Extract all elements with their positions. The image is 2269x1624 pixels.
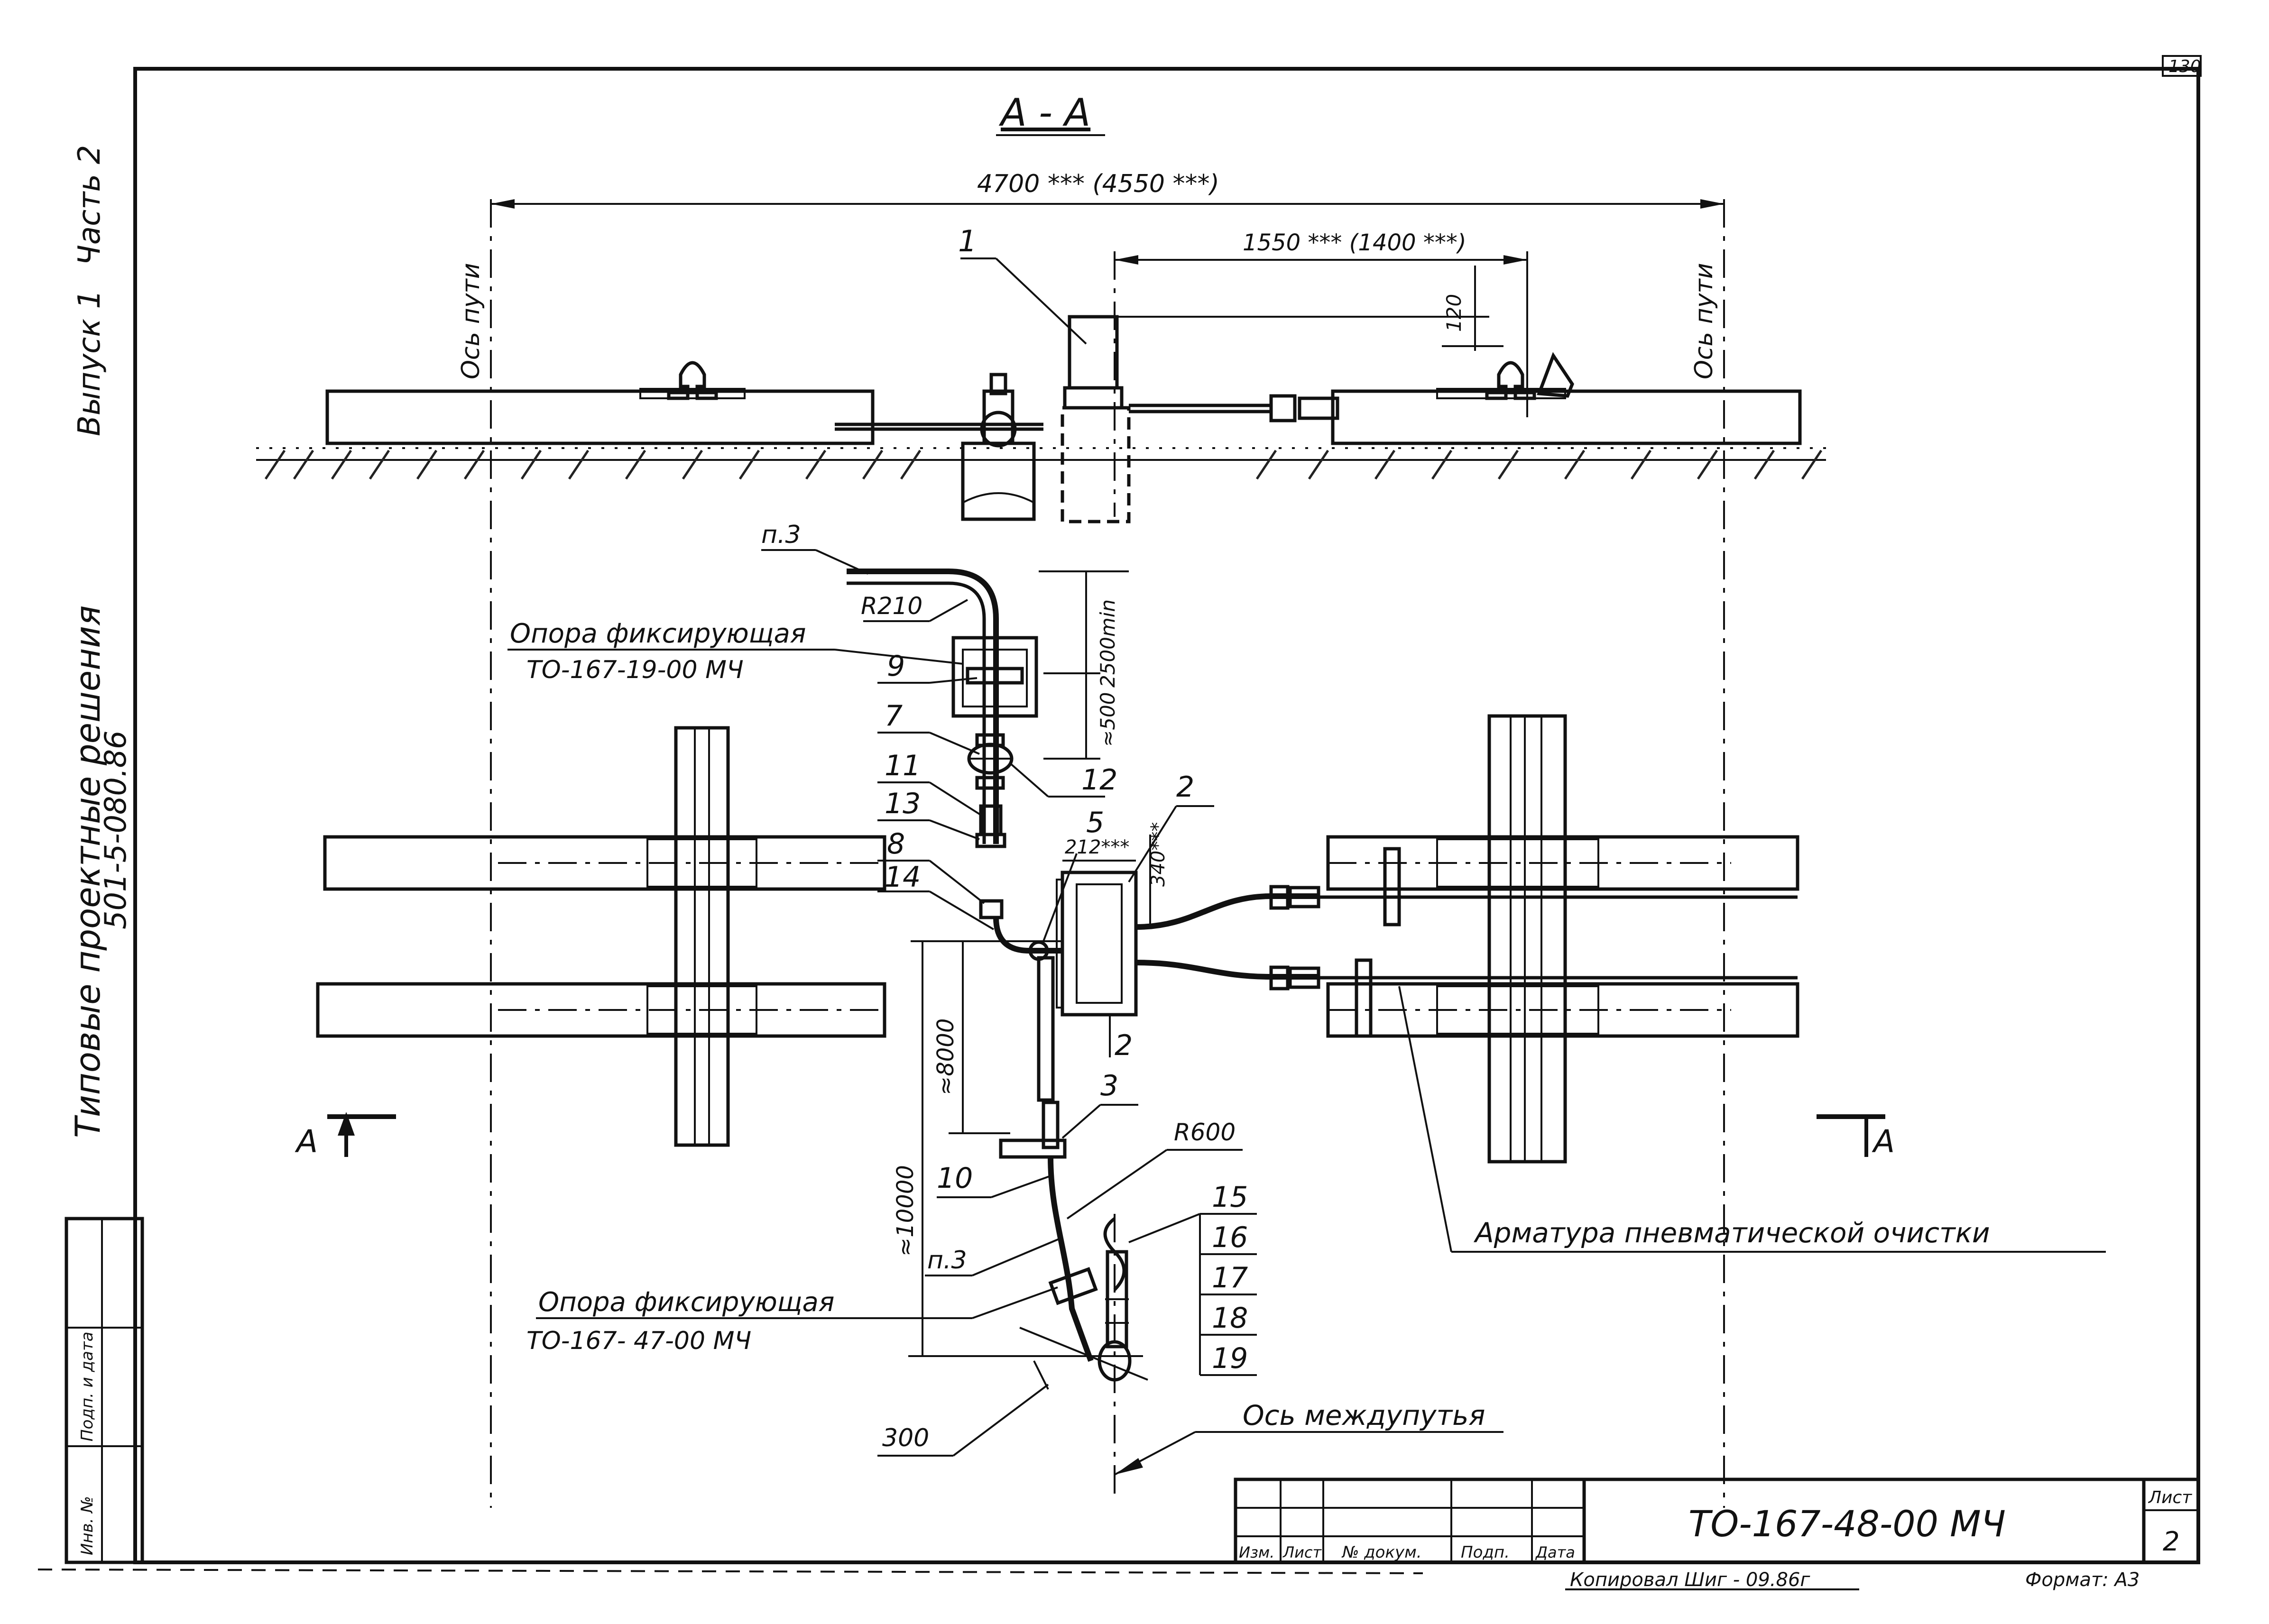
dim-500: ≈500 — [1096, 692, 1119, 747]
side-title-part2: Часть 2 — [72, 145, 107, 266]
sheet-corner-number: 130 — [2168, 57, 2201, 76]
dim-overall: 4700 *** (4550 ***) — [977, 170, 1219, 198]
label-armature: Арматура пневматической очистки — [1473, 1217, 1990, 1249]
side-title-line1: Типовые проектные решения — [68, 606, 108, 1138]
pos-11: 11 — [885, 749, 921, 782]
position-leaders-left — [877, 677, 995, 930]
side-title-part1: Выпуск 1 — [72, 290, 107, 436]
dim-r210: R210 — [861, 592, 922, 620]
pos-3: 3 — [1100, 1069, 1118, 1102]
pos-14: 14 — [885, 861, 921, 894]
pos-12: 12 — [1081, 763, 1117, 797]
pos-2-bottom: 2 — [1115, 1029, 1133, 1062]
sheet-frame: 130 — [37, 55, 2202, 1574]
pos-9: 9 — [887, 650, 905, 683]
cut-label-right: A — [1872, 1123, 1895, 1160]
dim-rail-offset: 1550 *** (1400 ***) — [1243, 229, 1467, 256]
dim-10000: ≈10000 — [892, 1165, 919, 1257]
pos-19: 19 — [1212, 1342, 1248, 1375]
dim-r600: R600 — [1174, 1119, 1236, 1146]
stamp-sheet-number: 2 — [2163, 1526, 2180, 1557]
pos-1: 1 — [958, 224, 977, 258]
pos-5: 5 — [1086, 806, 1104, 839]
pos-7: 7 — [885, 699, 903, 733]
section-label: A - A — [998, 91, 1090, 135]
footer-copied: Копировал Шиг - 09.86г — [1570, 1569, 1810, 1591]
cut-marker-right — [1817, 1114, 1885, 1157]
approval-sign-date: Подп. и дата — [78, 1331, 97, 1441]
pos-16: 16 — [1212, 1221, 1248, 1254]
dim-340: 340*** — [1147, 822, 1169, 887]
stamp-col-izm: Изм. — [1239, 1543, 1274, 1561]
cut-label-left: A — [295, 1123, 318, 1160]
stamp-sheet-label: Лист — [2148, 1488, 2192, 1507]
dim-212: 212*** — [1065, 836, 1129, 858]
pos-8: 8 — [887, 827, 905, 861]
callout-n3-bottom: п.3 — [927, 1246, 967, 1275]
support-top-code: ТО-167-19-00 МЧ — [526, 656, 744, 684]
position-stack — [1128, 1213, 1257, 1376]
pos-2-top: 2 — [1176, 771, 1194, 804]
title-block: Изм. Лист № докум. Подп. Дата ТО-167-48-… — [1234, 1477, 2200, 1564]
stamp-document-code: ТО-167-48-00 МЧ — [1688, 1503, 2006, 1545]
axis-track-left: Ось пути — [457, 263, 485, 379]
dim-2500: 2500min — [1096, 599, 1119, 688]
support-bottom-code: ТО-167- 47-00 МЧ — [526, 1327, 751, 1355]
pos-18: 18 — [1212, 1302, 1248, 1335]
plan-view: Арматура пневматической очистки Ось межд… — [295, 521, 2106, 1498]
support-bottom-title: Опора фиксирующая — [538, 1287, 834, 1318]
cut-marker-left — [327, 1112, 396, 1157]
dim-300: 300 — [882, 1424, 929, 1452]
pos-10: 10 — [937, 1162, 973, 1195]
axis-track-right: Ось пути — [1690, 263, 1718, 379]
stamp-col-sign: Подп. — [1461, 1543, 1510, 1562]
left-approval-strip: Подп. и дата Инв. № — [65, 1217, 144, 1564]
dim-120: 120 — [1442, 294, 1466, 332]
axis-between-tracks: Ось междупутья — [1243, 1399, 1485, 1431]
stamp-col-list: Лист — [1282, 1543, 1322, 1561]
stamp-col-date: Дата — [1535, 1543, 1575, 1561]
callout-n3-top: п.3 — [761, 521, 801, 549]
pos-15: 15 — [1212, 1181, 1248, 1214]
section-a-a: A - A 4700 *** (4550 ***) 1550 *** (1400… — [256, 91, 1826, 1508]
stamp-col-doc: № докум. — [1341, 1543, 1422, 1562]
footer-format: Формат: А3 — [2025, 1569, 2140, 1591]
side-title-series: 501-5-080.86 — [98, 731, 133, 929]
approval-inv-no: Инв. № — [78, 1496, 97, 1555]
side-title: Типовые проектные решения 501-5-080.86 В… — [68, 145, 133, 1138]
pos-17: 17 — [1212, 1261, 1248, 1294]
pos-13: 13 — [885, 787, 921, 820]
dim-8000: ≈8000 — [932, 1018, 959, 1095]
support-top-title: Опора фиксирующая — [510, 618, 806, 649]
